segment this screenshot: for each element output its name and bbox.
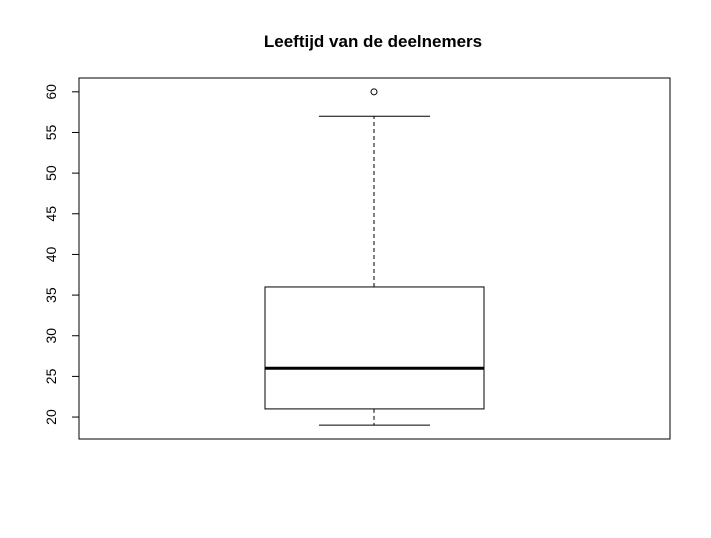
y-tick-label: 60: [43, 84, 59, 100]
outlier-point: [370, 88, 378, 96]
y-tick-label: 55: [43, 124, 59, 140]
y-axis: 20 25 30 35 40 45 50 55 60: [43, 84, 80, 425]
y-tick-label: 50: [43, 165, 59, 181]
y-tick-label: 35: [43, 287, 59, 303]
interquartile-box: [264, 286, 485, 410]
y-tick-label: 25: [43, 368, 59, 384]
box-plot: [264, 88, 485, 426]
y-tick-label: 30: [43, 328, 59, 344]
chart-title: Leeftijd van de deelnemers: [264, 32, 482, 51]
y-tick-label: 20: [43, 409, 59, 425]
y-tick-label: 45: [43, 206, 59, 222]
y-tick-label: 40: [43, 246, 59, 262]
